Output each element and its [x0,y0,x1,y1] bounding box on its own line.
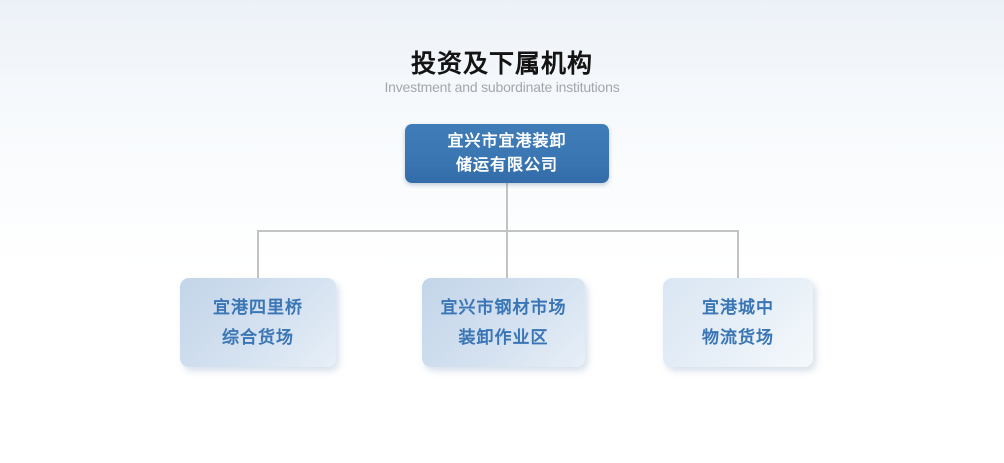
org-node-root-label-line1: 宜兴市宜港装卸 [447,132,567,150]
connector-center-drop-line [506,231,508,278]
org-node-child-steel-market-area: 宜兴市钢材市场 装卸作业区 [422,278,585,367]
org-node-child-citycenter-logistics-yard: 宜港城中 物流货场 [663,278,813,367]
page-subtitle: Investment and subordinate institutions [384,79,620,95]
page-title: 投资及下属机构 [410,50,593,78]
org-node-label-line1: 宜兴市钢材市场 [440,297,567,317]
org-node-label-line2: 装卸作业区 [458,327,549,347]
org-node-label-line2: 物流货场 [702,327,774,347]
connector-left-drop-line [257,231,259,278]
connector-right-drop-line [737,231,739,278]
org-node-label-line1: 宜港四里桥 [213,297,303,317]
connector-horizontal-line [257,230,739,232]
org-node-label-line2: 综合货场 [222,327,294,347]
org-node-root: 宜兴市宜港装卸 储运有限公司 [405,124,609,183]
org-node-root-label-line2: 储运有限公司 [455,156,558,174]
org-node-label-line1: 宜港城中 [702,297,774,317]
org-node-child-silibridge-yard: 宜港四里桥 综合货场 [180,278,336,367]
connector-root-drop-line [506,183,508,231]
